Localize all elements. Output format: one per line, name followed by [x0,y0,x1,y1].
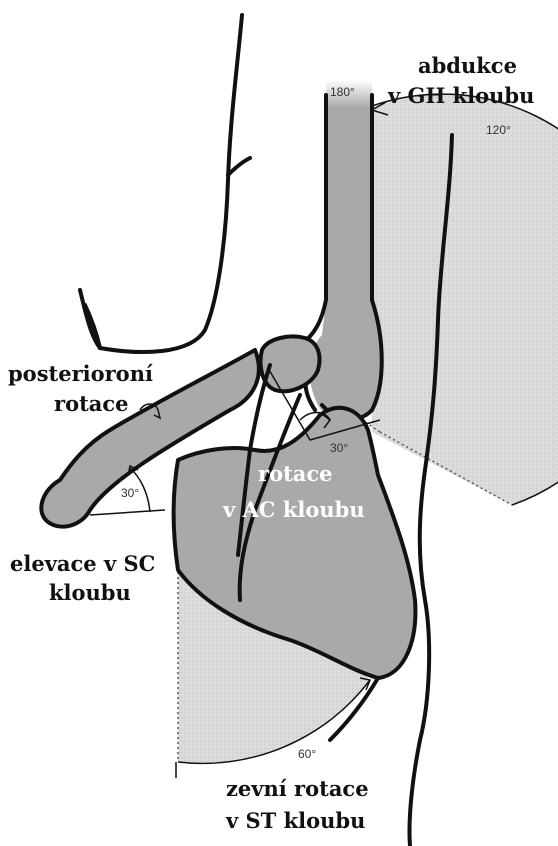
rib-outline [80,15,242,352]
rib-branch [228,158,250,175]
sc-label-line2: kloubu [49,580,131,605]
posterior-label-line1: posterioroní [8,361,153,386]
angle-gh-label: 120° [486,123,511,137]
st-label-line2: v ST kloubu [225,808,365,833]
angle-ac-label: 30° [330,441,348,455]
humerus-edge-left [300,95,326,345]
posterior-label-line2: rotace [54,391,129,416]
gh-label-line2: v GH kloubu [387,83,534,108]
ac-label-line2: v AC kloubu [222,497,365,522]
st-label-line1: zevní rotace [226,776,369,801]
gh-abduction-sector [372,94,558,505]
angle-sc-label: 30° [121,486,139,500]
sc-label-line1: elevace v SC [10,551,155,576]
rib-branch-2 [85,305,100,348]
sc-angle-arm [90,510,165,515]
ac-label-line1: rotace [258,461,333,486]
angle-top-label: 180° [330,85,355,99]
angle-st-label: 60° [298,747,316,761]
gh-label-line1: abdukce [418,53,517,78]
